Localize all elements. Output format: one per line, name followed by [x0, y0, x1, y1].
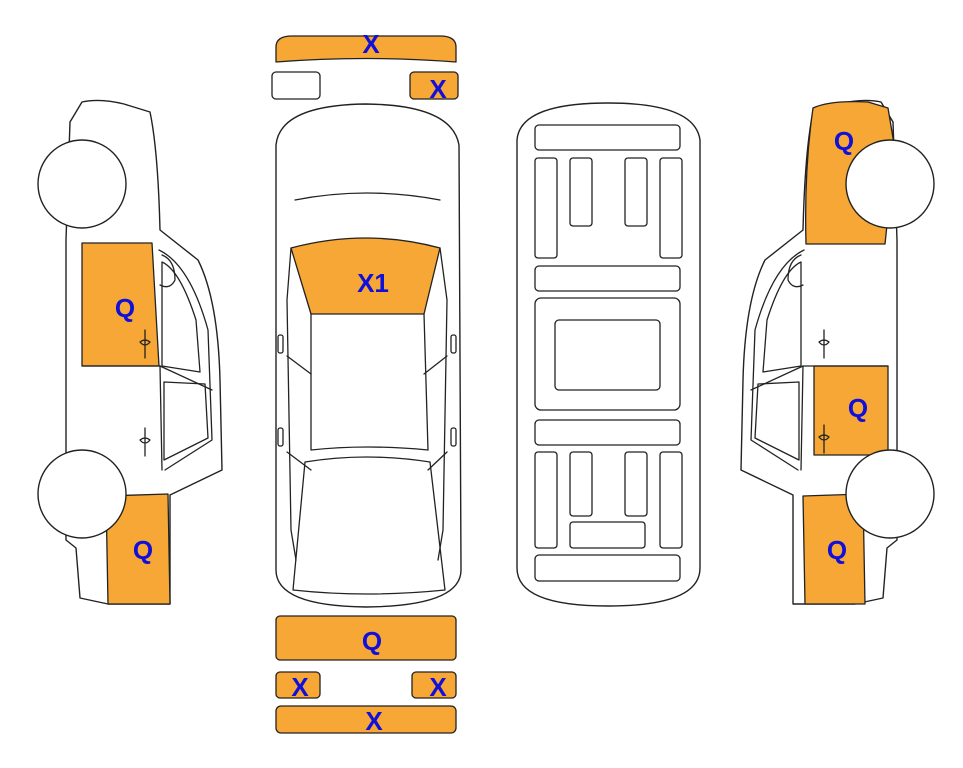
right-rear-wheel[interactable]	[845, 449, 935, 539]
right-front-wheel[interactable]	[845, 139, 935, 229]
right-side-view: Q Q Q	[740, 99, 935, 605]
left-rear-wheel[interactable]	[37, 449, 127, 539]
right-rear-quarter-label: Q	[827, 535, 847, 565]
rear-panel[interactable]	[275, 615, 457, 661]
left-headlight[interactable]	[271, 71, 321, 100]
rear-section: Q X X X	[275, 615, 457, 736]
rear-bumper[interactable]	[275, 705, 457, 734]
left-taillight-label: X	[291, 672, 309, 702]
right-rear-quarter[interactable]	[802, 493, 866, 605]
top-view: X1	[275, 103, 462, 608]
right-headlight[interactable]	[409, 71, 459, 100]
rear-panel-label: Q	[362, 626, 382, 656]
underside-body[interactable]	[516, 102, 701, 607]
left-front-door-label: Q	[115, 293, 135, 323]
left-side-view: Q Q	[37, 99, 223, 605]
right-front-fender-label: Q	[834, 126, 854, 156]
left-taillight[interactable]	[275, 671, 321, 699]
left-front-wheel[interactable]	[37, 139, 127, 229]
windshield-label: X1	[357, 268, 389, 298]
top-view-body[interactable]	[275, 103, 462, 608]
right-rear-door-label: Q	[848, 393, 868, 423]
front-bumper[interactable]	[275, 35, 457, 63]
left-rear-quarter[interactable]	[105, 493, 171, 605]
left-rear-quarter-label: Q	[133, 535, 153, 565]
underside-view	[516, 102, 701, 607]
front-bumper-label: X	[362, 29, 380, 59]
rear-bumper-label: X	[365, 706, 383, 736]
right-taillight[interactable]	[411, 671, 457, 699]
front-section: X X	[271, 29, 459, 104]
right-taillight-label: X	[429, 672, 447, 702]
right-headlight-label: X	[429, 74, 447, 104]
